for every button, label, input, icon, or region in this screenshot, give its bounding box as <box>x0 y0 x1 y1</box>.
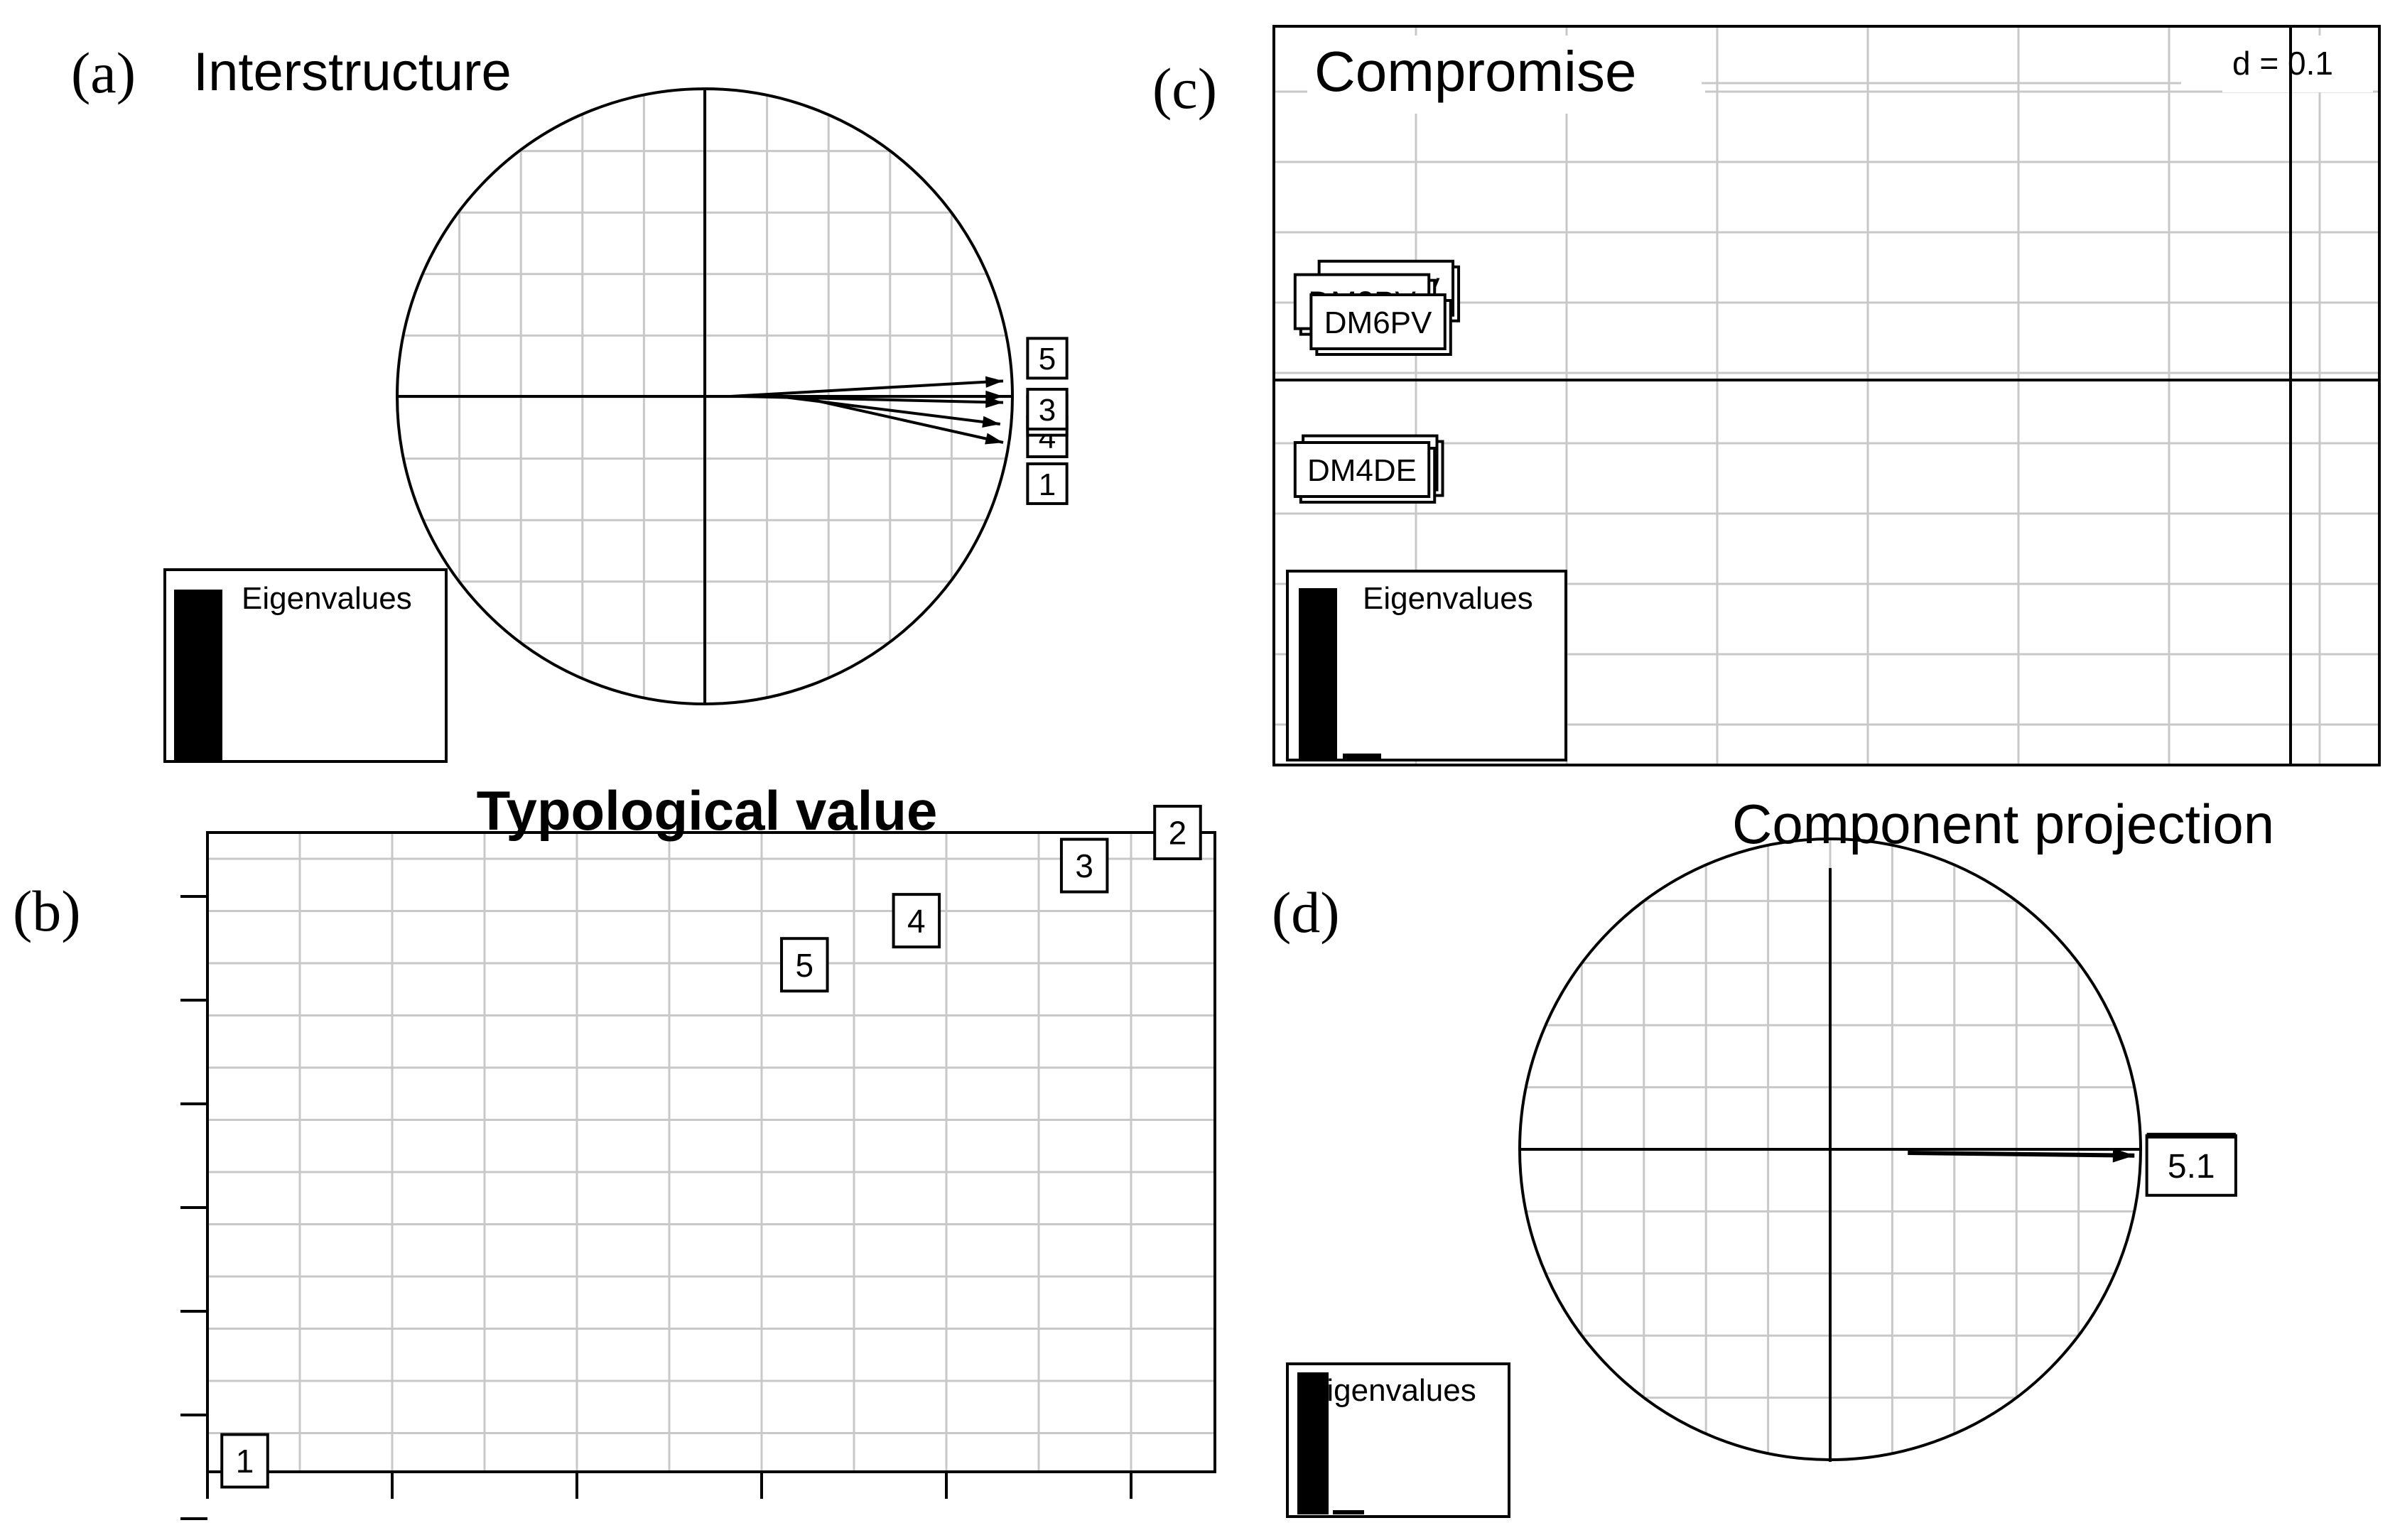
panel-c-point-DM4DE-text: DM4DE <box>1307 453 1417 488</box>
panel-d-vector-head <box>2112 1148 2135 1163</box>
panel-b-point-2-text: 2 <box>1169 815 1187 852</box>
panel-a-vector-head <box>982 416 1000 428</box>
panel-d-eigenvalue-inset: Eigenvalues <box>1286 1362 1510 1518</box>
panel-a-letter: (a) <box>71 40 136 105</box>
panel-c-scale-label: d = 0.1 <box>2232 45 2333 82</box>
panel-b-point-2-box <box>1153 805 1202 860</box>
panel-c-eigen-label: Eigenvalues <box>1363 581 1533 616</box>
panel-b-point-3-text: 3 <box>1075 847 1093 884</box>
panel-b-letter: (b) <box>13 879 81 943</box>
panel-d-eigen-bars <box>1297 1372 1364 1514</box>
panel-c-point-DM6PV-text: DM6PV <box>1324 305 1432 340</box>
panel-a-eigenvalue-inset: Eigenvalues <box>163 568 448 763</box>
panel-c-point-DM6PV-box <box>1309 293 1447 350</box>
panel-c: (c) Compromise d = 0.1 DM5PVDM3PVDM6PVDM… <box>1152 25 2381 766</box>
panel-b: (b) Typological value 1 2 3 4 5 <box>13 779 1216 1520</box>
panel-a-vector-head <box>985 376 1004 388</box>
panel-a-vector-label-3-box <box>1026 388 1069 430</box>
panel-a-vectors: 14235 <box>730 337 1069 505</box>
panel-c-points: DM5PVDM3PVDM6PVDM2DEDM4DE <box>1293 259 1461 504</box>
panel-a-vector-label-5-box <box>1026 337 1069 380</box>
panel-b-frame <box>206 831 1216 1473</box>
panel-c-eigen-bars <box>1299 588 1381 759</box>
panel-c-point-DM4DE-box <box>1293 441 1431 498</box>
panel-d-vector-label-text: 5.1 <box>2168 1148 2215 1186</box>
panel-d: (d) Component projection 5.1 Eigenvalues <box>1272 793 2274 1518</box>
panel-c-title: Compromise <box>1314 40 1636 103</box>
panel-d-vectors: 5.1 <box>1908 1132 2237 1197</box>
panel-a-vector-label-1-box <box>1026 462 1069 505</box>
panel-b-ticks <box>180 895 1132 1520</box>
panel-b-point-5-box <box>780 937 829 993</box>
panel-a-eigen-label: Eigenvalues <box>242 581 412 616</box>
panel-c-eigenvalue-inset: Eigenvalues <box>1286 570 1567 761</box>
panel-a-vector-label-3-text: 3 <box>1039 393 1056 428</box>
panel-a-eigen-bar <box>174 590 222 760</box>
panel-a-vector <box>796 395 1004 444</box>
panel-d-eigen-bar <box>1297 1372 1329 1514</box>
panel-b-point-1-text: 1 <box>236 1443 254 1480</box>
panel-d-title: Component projection <box>1732 793 2274 855</box>
panel-c-frame <box>1272 25 2381 766</box>
panel-a-vector <box>730 379 1004 398</box>
panel-b-point-1-box <box>220 1433 269 1489</box>
panel-c-eigen-bar <box>1299 588 1337 759</box>
panel-b-grid <box>207 833 1215 1472</box>
panel-a-title: Interstructure <box>193 42 512 102</box>
panel-c-letter: (c) <box>1152 56 1217 121</box>
panel-c-scale-backing <box>2222 36 2373 92</box>
panel-d-eigen-bar <box>1333 1510 1364 1514</box>
panel-c-eigen-bar <box>1343 753 1381 759</box>
panel-d-eigen-label: Eigenvalues <box>1306 1373 1476 1408</box>
panel-b-point-3-box <box>1059 837 1109 894</box>
panel-b-title: Typological value <box>477 779 938 842</box>
panel-a-vector-label-1-text: 1 <box>1039 467 1056 502</box>
panel-d-letter: (d) <box>1272 880 1340 945</box>
panel-b-point-4-text: 4 <box>907 903 926 940</box>
panel-a-vector-head <box>985 396 1004 408</box>
panel-b-points: 1 2 3 4 5 <box>220 805 1202 1489</box>
panel-a: (a) Interstructure 14235 Eigenvalues <box>71 40 1069 763</box>
panel-a-vector-label-5-text: 5 <box>1039 342 1056 376</box>
panel-b-point-4-box <box>892 893 941 949</box>
panel-a-vector-head <box>985 433 1004 445</box>
panel-b-point-5-text: 5 <box>795 947 813 984</box>
panel-a-eigen-bars <box>174 590 222 760</box>
panel-c-title-backing <box>1307 36 1705 114</box>
panel-d-vector <box>1908 1151 2135 1158</box>
